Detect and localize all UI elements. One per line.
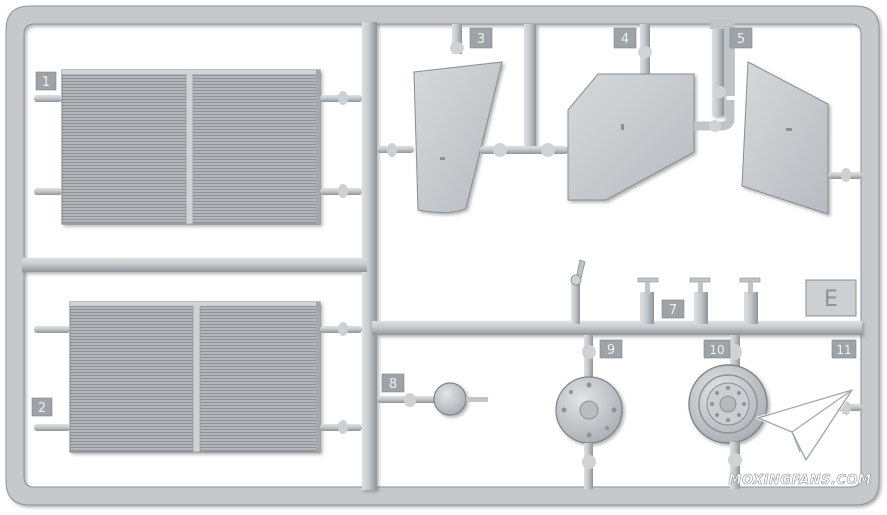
tag-5: 5 xyxy=(729,27,753,49)
watermark-text: MOXINGFANS.COM xyxy=(729,473,872,488)
tag-9: 9 xyxy=(599,339,623,359)
tag-5-label: 5 xyxy=(737,32,745,47)
tag-3-label: 3 xyxy=(477,32,485,47)
part-8-small-disc xyxy=(377,382,488,416)
tag-8: 8 xyxy=(381,373,405,393)
tag-10: 10 xyxy=(703,339,731,359)
tag-11: 11 xyxy=(831,339,857,359)
part-4-flap xyxy=(567,24,735,201)
watermark: MOXINGFANS.COM xyxy=(728,388,872,488)
tag-8-label: 8 xyxy=(389,377,397,392)
tag-1: 1 xyxy=(35,71,57,91)
part-10-wheel xyxy=(688,335,768,489)
part-5-flap xyxy=(710,19,862,215)
tag-9-label: 9 xyxy=(607,343,615,358)
small-lever-parts xyxy=(570,259,761,324)
sprue-letter-tag: E xyxy=(805,279,857,317)
tag-4: 4 xyxy=(613,27,637,49)
tag-10-label: 10 xyxy=(709,343,724,357)
part-3-flap xyxy=(377,24,568,214)
part-1-grille-panel xyxy=(34,69,362,225)
tag-7: 7 xyxy=(661,299,685,319)
part-9-hub-disc xyxy=(555,335,623,489)
part-2-grille-panel xyxy=(34,301,362,453)
sprue-letter-label: E xyxy=(824,287,838,312)
tag-4-label: 4 xyxy=(621,32,629,47)
tag-1-label: 1 xyxy=(42,75,50,90)
tag-2-label: 2 xyxy=(38,401,46,416)
tag-3: 3 xyxy=(469,27,493,49)
paper-plane-logo xyxy=(756,388,854,462)
tag-11-label: 11 xyxy=(836,343,851,357)
tag-2: 2 xyxy=(31,397,53,417)
part-number-tags: 1 2 3 4 5 7 8 9 xyxy=(31,27,857,417)
sprue-frame xyxy=(5,5,880,506)
tag-7-label: 7 xyxy=(669,303,677,318)
